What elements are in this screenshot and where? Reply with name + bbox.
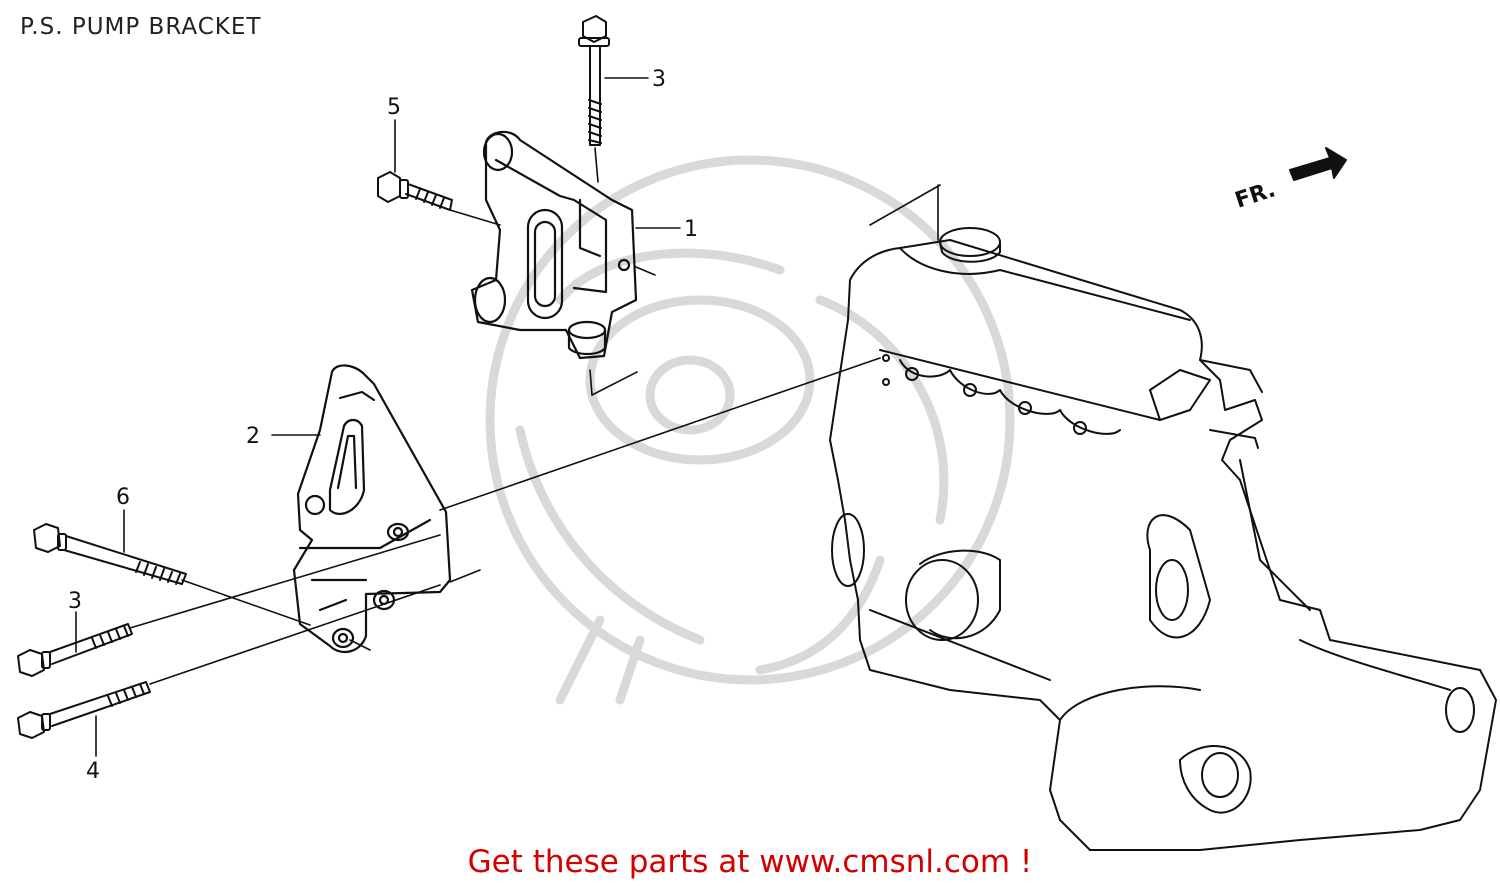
bracket-part-2	[292, 364, 452, 654]
promo-prefix: Get these parts at	[467, 844, 760, 880]
promo-banner: Get these parts at www.cmsnl.com !	[0, 844, 1500, 880]
callout-part-3-lower: 3	[68, 589, 82, 614]
callout-part-3-top: 3	[652, 67, 666, 92]
callout-leaders	[75, 77, 681, 757]
front-direction-arrow: FR.	[1232, 147, 1347, 214]
bolt-part-3-top	[578, 15, 610, 146]
front-marker-label: FR.	[1232, 177, 1278, 213]
callout-part-5: 5	[387, 95, 401, 120]
bolt-part-3-lower	[17, 623, 133, 677]
promo-link[interactable]: www.cmsnl.com	[759, 844, 1011, 880]
bolt-part-4	[17, 681, 151, 739]
page-title: P.S. PUMP BRACKET	[20, 14, 262, 40]
callout-part-2: 2	[246, 424, 260, 449]
callout-part-4: 4	[86, 759, 100, 784]
bracket-part-1	[470, 130, 638, 360]
callout-part-1: 1	[684, 217, 698, 242]
engine-block	[829, 227, 1497, 851]
bolt-part-6	[33, 523, 187, 585]
bolt-part-5	[377, 171, 453, 211]
watermark-logo	[485, 155, 1015, 705]
callout-part-6: 6	[116, 485, 130, 510]
promo-suffix: !	[1010, 844, 1033, 880]
